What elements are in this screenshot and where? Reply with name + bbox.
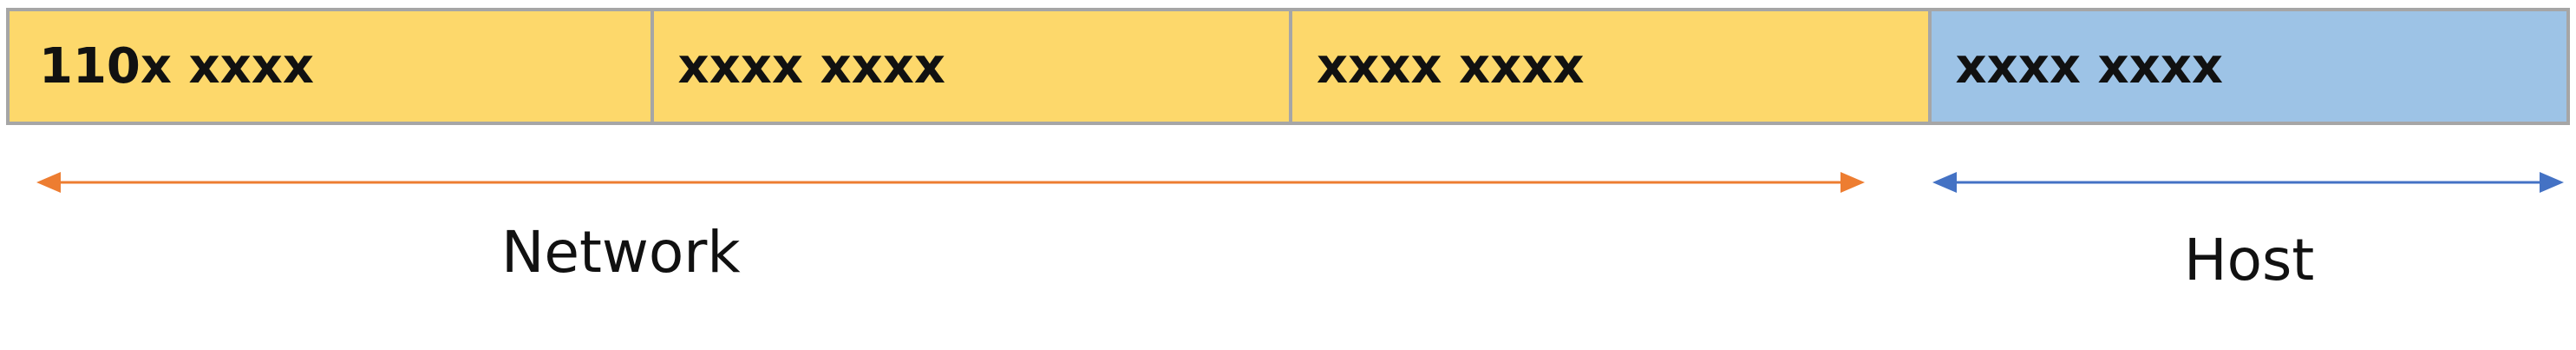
octet-3-bits: xxxx xxxx (1317, 38, 1585, 95)
host-label: Host (2184, 227, 2315, 294)
address-bits-row: 110x xxxx xxxx xxxx xxxx xxxx xxxx xxxx (6, 8, 2570, 125)
octet-1: 110x xxxx (10, 11, 651, 122)
host-span-arrow (1932, 172, 2564, 193)
octet-2: xxxx xxxx (650, 11, 1289, 122)
octet-3: xxxx xxxx (1289, 11, 1928, 122)
network-label: Network (501, 219, 741, 286)
octet-4-bits: xxxx xxxx (1955, 38, 2223, 95)
octet-4: xxxx xxxx (1927, 11, 2566, 122)
octet-2-bits: xxxx xxxx (677, 38, 945, 95)
octet-1-bits: 110x xxxx (39, 38, 314, 95)
network-span-arrow (36, 172, 1865, 193)
